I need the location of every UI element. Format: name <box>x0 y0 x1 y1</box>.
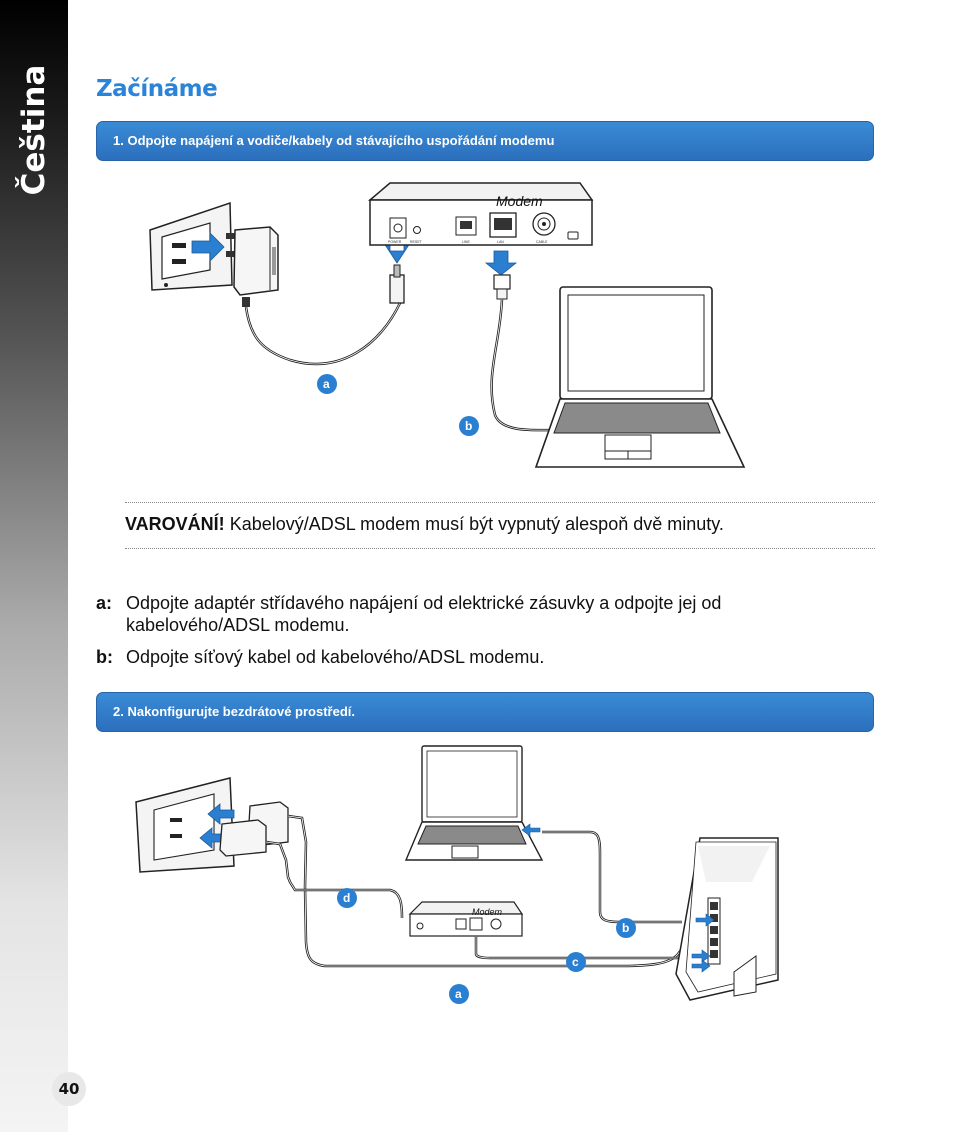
step2-banner: 2. Nakonfigurujte bezdrátové prostředí. <box>96 692 874 732</box>
port-label-reset: RESET <box>410 240 423 244</box>
modem-adapter-icon <box>219 819 267 857</box>
svg-text:a: a <box>323 377 330 391</box>
callout-d: d <box>337 888 357 908</box>
power-plug-icon <box>389 264 405 304</box>
svg-text:b: b <box>465 419 472 433</box>
router-icon <box>675 837 779 1001</box>
laptop-plug-arrow-icon <box>521 823 541 837</box>
step1-banner-text: 1. Odpojte napájení a vodiče/kabely od s… <box>113 133 555 148</box>
port-label-cable: CABLE <box>536 240 548 244</box>
divider-bottom <box>125 548 875 549</box>
port-label-lan: LAN <box>497 240 504 244</box>
modem-icon: Modem POWER RESET LINE LAN CABLE <box>367 182 594 246</box>
modem-label: Modem <box>496 193 543 209</box>
svg-text:d: d <box>343 891 350 905</box>
svg-text:a: a <box>455 987 462 1001</box>
callout-a: a <box>449 984 469 1004</box>
power-cable <box>244 302 402 366</box>
item-text: Odpojte adaptér střídavého napájení od e… <box>126 593 722 635</box>
unplug-arrow-icon <box>191 232 225 262</box>
router-port-arrow-icon <box>695 913 715 927</box>
svg-text:b: b <box>622 921 629 935</box>
laptop-router-cable <box>542 830 682 924</box>
port-label-power: POWER <box>388 240 402 244</box>
ethernet-cable <box>490 298 561 432</box>
item-letter: b: <box>96 647 113 667</box>
callout-a: a <box>317 374 337 394</box>
ethernet-plug-icon <box>493 274 511 300</box>
laptop-icon <box>404 745 544 861</box>
step1-banner: 1. Odpojte napájení a vodiče/kabely od s… <box>96 121 874 161</box>
divider-top <box>125 502 875 503</box>
warning-text: Kabelový/ADSL modem musí být vypnutý ale… <box>229 514 724 534</box>
item-letter: a: <box>96 593 113 613</box>
plug-in-arrow-icon <box>207 803 235 825</box>
item-text: Odpojte síťový kabel od kabelového/ADSL … <box>126 647 545 667</box>
callout-c: c <box>566 952 586 972</box>
callout-b: b <box>616 918 636 938</box>
warning-label: VAROVÁNÍ! <box>125 514 225 534</box>
modem-power-cable <box>265 840 404 919</box>
lan-arrow-icon <box>484 250 518 276</box>
setup-diagram: Modem d b <box>135 745 779 1004</box>
page-number: 40 <box>58 1080 80 1098</box>
callout-b: b <box>459 416 479 436</box>
router-port-arrow-icon <box>691 949 711 963</box>
disconnect-diagram: Modem POWER RESET LINE LAN CABLE a <box>149 182 746 468</box>
page-title: Začínáme <box>96 76 218 102</box>
step2-banner-text: 2. Nakonfigurujte bezdrátové prostředí. <box>113 704 355 719</box>
port-label-line: LINE <box>462 240 470 244</box>
warning-note: VAROVÁNÍ! Kabelový/ADSL modem musí být v… <box>125 514 724 535</box>
modem-label: Modem <box>472 907 503 917</box>
modem-icon: Modem <box>408 901 524 937</box>
wall-outlet-icon <box>149 201 233 291</box>
power-adapter-icon <box>226 226 279 307</box>
laptop-icon <box>534 286 746 468</box>
router-port-arrow-icon <box>691 959 711 973</box>
page-number-badge: 40 <box>52 1072 86 1106</box>
language-sidebar: Čeština <box>0 0 68 1132</box>
wall-outlet-icon <box>135 777 235 873</box>
language-label: Čeština <box>16 64 52 196</box>
svg-text:c: c <box>572 955 579 969</box>
